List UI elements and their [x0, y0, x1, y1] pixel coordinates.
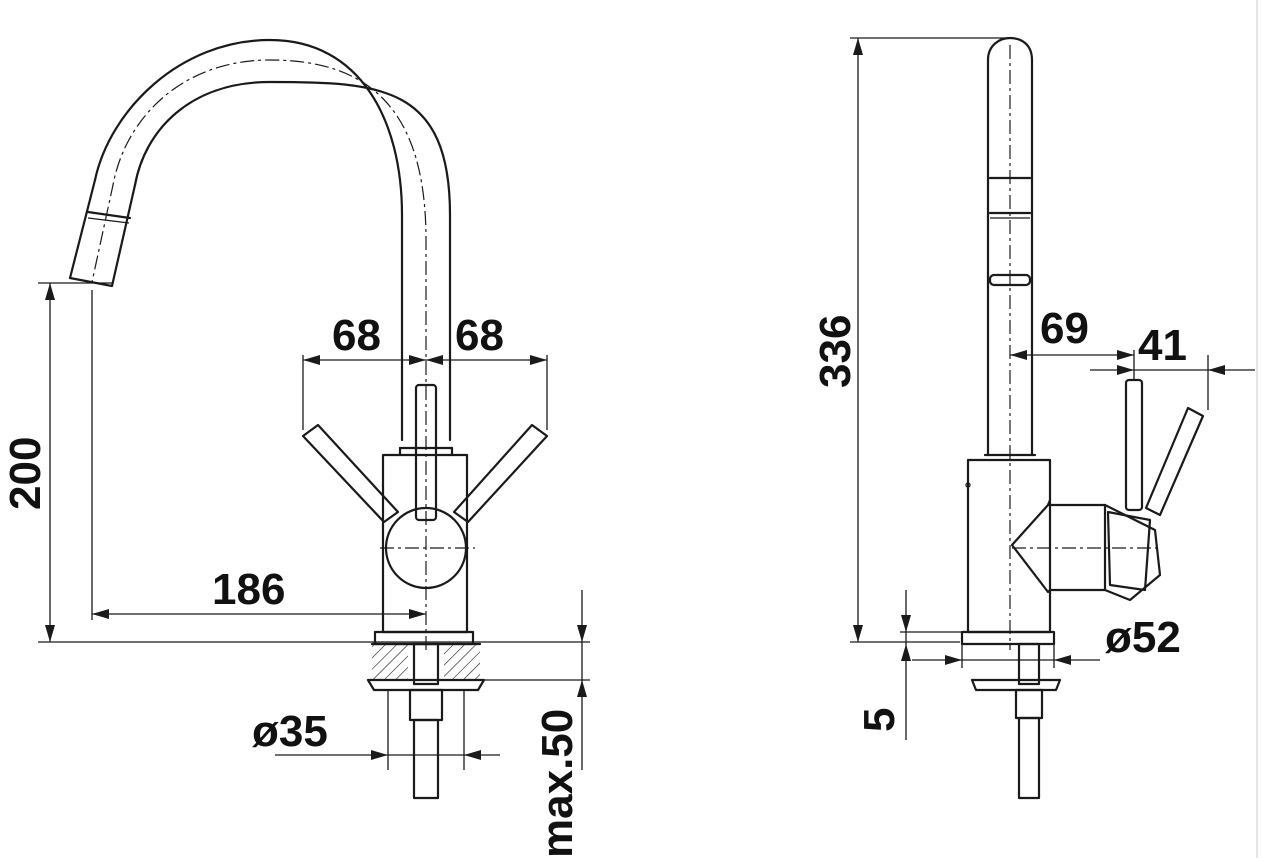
side-dimensions: 336 69 41 ø52 5 — [811, 37, 1255, 740]
dim-label-68-right: 68 — [455, 311, 504, 360]
dim-label-5: 5 — [855, 708, 904, 732]
side-view: 336 69 41 ø52 5 — [811, 36, 1255, 800]
front-counter-section — [366, 642, 486, 800]
dim-label-200: 200 — [1, 437, 50, 510]
dim-label-186: 186 — [212, 565, 285, 614]
front-body — [373, 446, 475, 646]
dim-label-dia35: ø35 — [252, 707, 328, 756]
dim-label-41: 41 — [1138, 321, 1187, 370]
side-body — [960, 458, 1162, 800]
dim-label-336: 336 — [811, 315, 860, 388]
side-handles — [1124, 378, 1205, 517]
front-view: 68 68 200 186 ø35 — [1, 38, 590, 858]
front-dimensions: 68 68 200 186 ø35 — [1, 282, 590, 858]
front-handles — [301, 383, 549, 524]
dim-label-dia52: ø52 — [1105, 613, 1181, 662]
front-spout — [68, 38, 452, 650]
dim-label-68-left: 68 — [332, 311, 381, 360]
dim-label-69: 69 — [1040, 304, 1089, 353]
dim-label-max50: max.50 — [533, 709, 582, 858]
side-spout — [983, 36, 1037, 650]
